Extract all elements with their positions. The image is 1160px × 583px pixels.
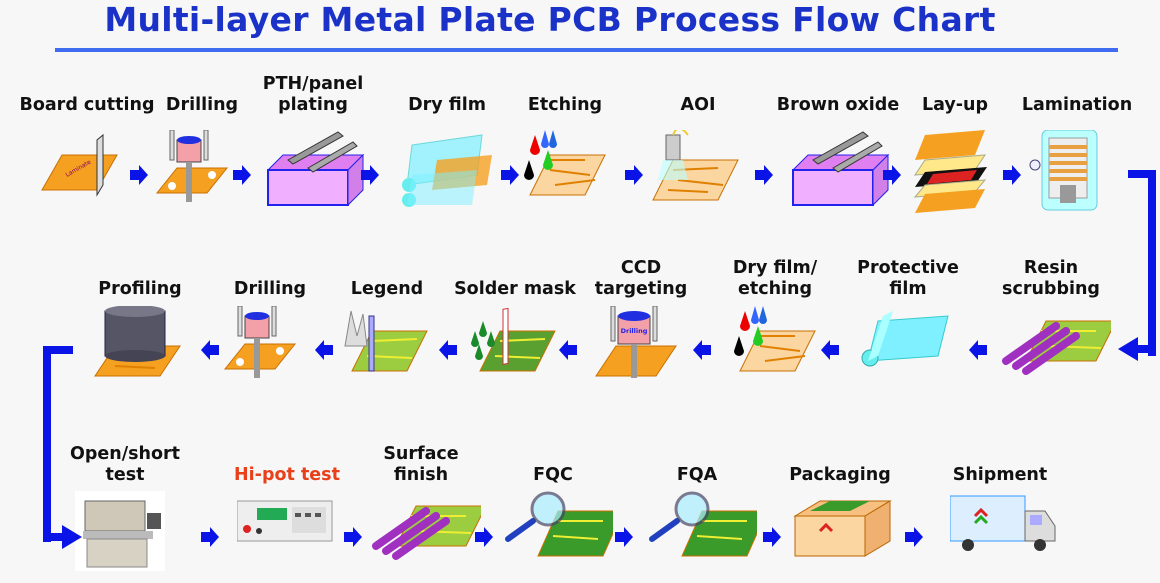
svg-text:Drilling: Drilling — [621, 327, 648, 335]
arrow-left-icon — [439, 340, 457, 360]
step-label: Profiling — [98, 279, 182, 299]
scrubbing-rollers-icon — [372, 505, 481, 560]
step-label: Hi-pot test — [234, 465, 340, 485]
step-label: Dry film/etching — [732, 258, 818, 299]
step-label: FQC — [533, 465, 573, 485]
layup-stack-icon — [913, 129, 987, 213]
connector-right — [1132, 345, 1156, 353]
step-label: FQA — [676, 465, 718, 485]
test-machine-icon — [75, 490, 165, 571]
arrow-right-icon — [905, 527, 923, 547]
arrow-right-icon — [344, 527, 362, 547]
arrow-right-icon — [361, 165, 379, 185]
connector-arrowhead-left-icon — [1118, 337, 1138, 361]
step-label: Legend — [350, 279, 424, 299]
legend-print-icon — [344, 310, 428, 371]
arrow-left-icon — [693, 340, 711, 360]
step-label: Solder mask — [454, 279, 576, 299]
magnifier-icon — [505, 491, 613, 556]
page-title: Multi-layer Metal Plate PCB Process Flow… — [104, 0, 996, 39]
title-underline — [55, 48, 1118, 52]
connector-arrowhead-right-icon — [62, 525, 82, 549]
scrubbing-rollers-icon — [1002, 320, 1111, 375]
step-label: Lamination — [1021, 95, 1133, 115]
etching-icon — [524, 129, 606, 195]
step-label: Etching — [527, 95, 603, 115]
arrow-left-icon — [201, 340, 219, 360]
connector-left — [43, 533, 63, 541]
arrow-right-icon — [233, 165, 251, 185]
arrow-left-icon — [821, 340, 839, 360]
lamination-press-icon — [1029, 129, 1098, 210]
arrow-right-icon — [201, 527, 219, 547]
step-label: Lay-up — [921, 95, 989, 115]
profiling-icon — [94, 305, 181, 376]
drill-icon — [223, 305, 297, 378]
arrow-right-icon — [1003, 165, 1021, 185]
arrow-left-icon — [315, 340, 333, 360]
arrow-right-icon — [501, 165, 519, 185]
arrow-left-icon — [559, 340, 577, 360]
step-label: Brown oxide — [776, 95, 900, 115]
aoi-camera-icon — [652, 129, 739, 200]
package-box-icon — [793, 499, 892, 557]
step-label: Drilling — [165, 95, 239, 115]
etching-icon — [734, 305, 816, 371]
arrow-right-icon — [475, 527, 493, 547]
connector-left — [43, 346, 73, 354]
arrow-left-icon — [969, 340, 987, 360]
ccd-drill-icon: Drilling — [595, 305, 677, 378]
arrow-right-icon — [625, 165, 643, 185]
drill-icon — [155, 129, 229, 202]
plating-tank-icon — [266, 130, 365, 206]
step-label: Dry film — [408, 95, 486, 115]
solder-mask-icon — [471, 307, 556, 371]
dry-film-icon — [402, 133, 492, 207]
connector-right — [1128, 170, 1156, 178]
protective-film-icon — [861, 310, 949, 366]
arrow-right-icon — [130, 165, 148, 185]
plating-tank-icon — [791, 130, 890, 206]
connector-right — [1148, 170, 1156, 356]
step-label: Packaging — [789, 465, 891, 485]
step-label: Shipment — [952, 465, 1048, 485]
truck-icon — [950, 495, 1056, 551]
board-cutting-icon: Laminate — [41, 133, 118, 197]
hipot-tester-icon — [237, 500, 333, 541]
step-label: Board cutting — [19, 95, 155, 115]
arrow-right-icon — [763, 527, 781, 547]
connector-left — [43, 346, 51, 542]
arrow-right-icon — [615, 527, 633, 547]
arrow-right-icon — [755, 165, 773, 185]
magnifier-icon — [649, 491, 757, 556]
step-label: AOI — [680, 95, 716, 115]
step-label: Drilling — [233, 279, 307, 299]
arrow-right-icon — [883, 165, 901, 185]
